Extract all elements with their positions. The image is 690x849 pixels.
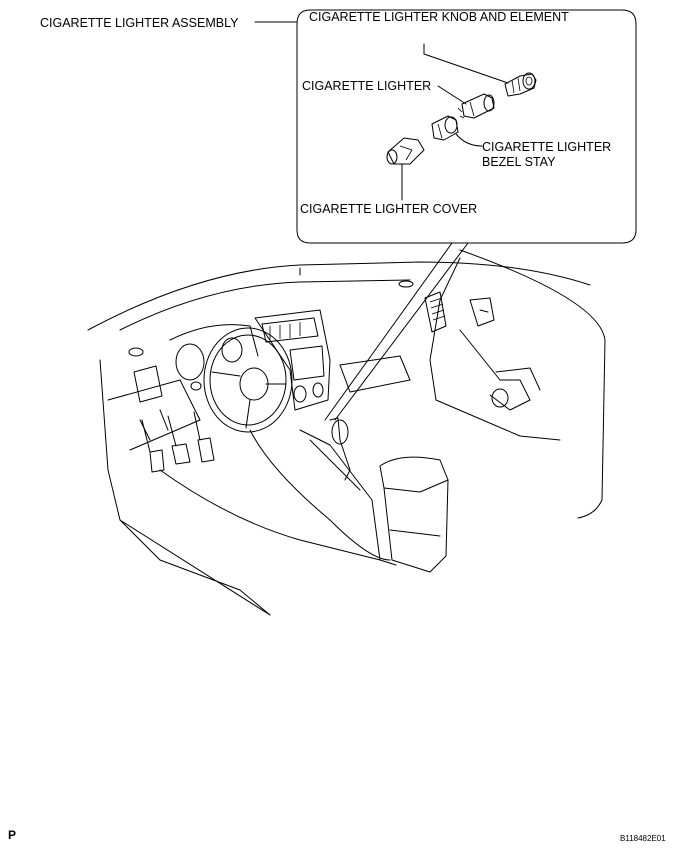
callout-pointer: [324, 242, 469, 421]
footer-left-mark: P: [8, 828, 17, 842]
callout-box: [296, 9, 637, 244]
bezel-stay-label-line1: CIGARETTE LIGHTER: [482, 140, 612, 154]
knob-and-element-part: [423, 43, 537, 97]
cover-label: CIGARETTE LIGHTER COVER: [300, 202, 478, 216]
cigarette-lighter-part: [437, 85, 495, 119]
lighter-label: CIGARETTE LIGHTER: [302, 79, 432, 93]
figure-code: B118482E01: [620, 834, 666, 843]
bezel-stay-part: [431, 115, 483, 147]
bezel-stay-label-line2: BEZEL STAY: [482, 155, 556, 169]
lighter-cover-part: [386, 137, 425, 201]
assembly-label: CIGARETTE LIGHTER ASSEMBLY: [40, 16, 239, 30]
dashboard-drawing: [87, 249, 606, 616]
knob-element-label: CIGARETTE LIGHTER KNOB AND ELEMENT: [309, 10, 569, 24]
